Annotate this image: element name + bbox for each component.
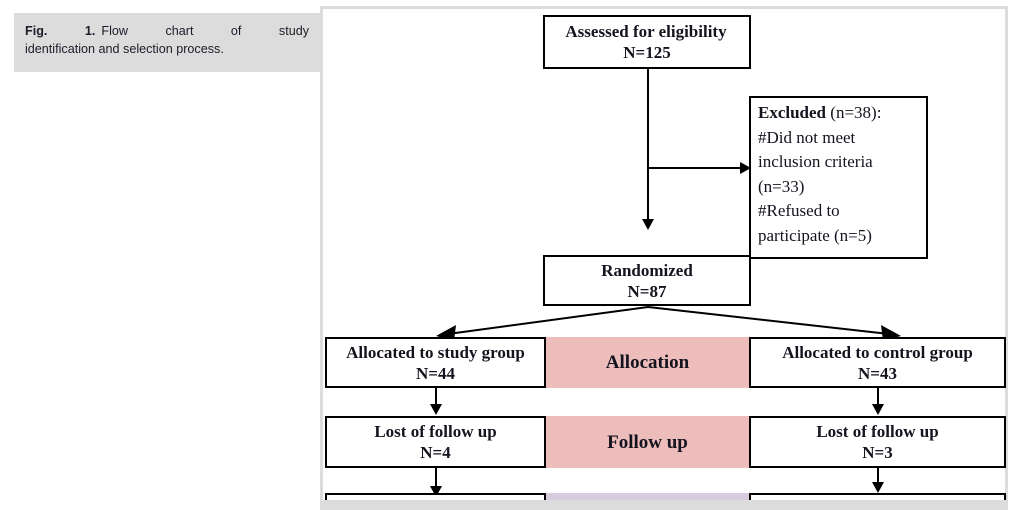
node-lost-followup-control: Lost of follow up N=3 bbox=[749, 416, 1006, 468]
node-allocated-study-line-1: Allocated to study group bbox=[346, 342, 525, 362]
edge-control-followup-to-analysis-line bbox=[877, 468, 879, 490]
edge-control-alloc-to-followup-line bbox=[877, 388, 879, 406]
stage-label-follow-up: Follow up bbox=[546, 416, 749, 468]
node-excluded-line-2: #Did not meet bbox=[758, 127, 856, 147]
node-lost-followup-study: Lost of follow up N=4 bbox=[325, 416, 546, 468]
node-lost-followup-control-line-1: Lost of follow up bbox=[816, 422, 939, 441]
node-allocated-study-group: Allocated to study group N=44 bbox=[325, 337, 546, 388]
figure-caption-prefix: Fig. 1. bbox=[25, 24, 96, 38]
node-allocated-control-line-1: Allocated to control group bbox=[782, 342, 973, 362]
node-allocated-study-line-2: N=44 bbox=[416, 363, 455, 383]
edge-control-alloc-to-followup-arrowhead bbox=[872, 404, 884, 415]
node-excluded: Excluded (n=38): #Did not meet inclusion… bbox=[749, 96, 928, 259]
flowchart-panel: Assessed for eligibility N=125 Excluded … bbox=[320, 6, 1008, 510]
edge-study-followup-to-analysis-line bbox=[435, 468, 437, 492]
edge-study-alloc-to-followup-arrowhead bbox=[430, 404, 442, 415]
stage-label-allocation-text: Allocation bbox=[605, 352, 690, 373]
node-assessed-line-2: N=125 bbox=[623, 43, 671, 62]
node-excluded-line-4: (n=33) bbox=[758, 176, 805, 196]
node-excluded-line-5: #Refused to bbox=[758, 201, 840, 220]
node-assessed-for-eligibility: Assessed for eligibility N=125 bbox=[543, 15, 751, 69]
figure-caption: Fig. 1. Flow chart of study identificatio… bbox=[14, 13, 320, 72]
node-allocated-control-line-2: N=43 bbox=[858, 363, 897, 383]
edge-randomized-to-control-line bbox=[647, 306, 890, 335]
edge-assessed-to-randomized-arrowhead bbox=[642, 219, 654, 230]
node-randomized-line-2: N=87 bbox=[627, 281, 667, 301]
stage-label-follow-up-text: Follow up bbox=[607, 431, 688, 453]
stage-label-allocation: Allocation bbox=[546, 337, 749, 388]
edge-control-followup-to-analysis-arrowhead bbox=[872, 482, 884, 493]
node-lost-followup-study-line-1: Lost of follow up bbox=[374, 422, 497, 441]
figure-caption-line-1: Fig. 1. Flow chart of study bbox=[25, 22, 309, 40]
edge-study-followup-to-analysis-arrowhead bbox=[430, 486, 442, 497]
figure-caption-line-2: identification and selection process. bbox=[25, 42, 224, 56]
node-randomized: Randomized N=87 bbox=[543, 255, 751, 306]
node-lost-followup-study-line-2: N=4 bbox=[420, 443, 451, 462]
edge-study-alloc-to-followup-line bbox=[435, 388, 437, 406]
edge-assessed-to-randomized-line bbox=[647, 69, 649, 221]
edge-randomized-to-study-line bbox=[447, 306, 649, 335]
edge-assessed-to-excluded-line bbox=[648, 167, 742, 169]
node-lost-followup-control-line-2: N=3 bbox=[862, 443, 893, 462]
node-excluded-line-6: participate (n=5) bbox=[758, 225, 872, 245]
node-randomized-line-1: Randomized bbox=[601, 260, 693, 280]
node-allocated-control-group: Allocated to control group N=43 bbox=[749, 337, 1006, 388]
node-excluded-count: (n=38): bbox=[830, 103, 882, 122]
figure-caption-line-1-rest: Flow chart of study bbox=[101, 24, 309, 38]
node-excluded-label: Excluded bbox=[758, 103, 827, 122]
panel-bottom-edge bbox=[320, 500, 1008, 510]
node-assessed-line-1: Assessed for eligibility bbox=[565, 22, 727, 41]
edge-assessed-to-excluded-arrowhead bbox=[740, 162, 751, 174]
node-excluded-line-3: inclusion criteria bbox=[758, 152, 873, 171]
node-excluded-line-1: Excluded (n=38): bbox=[758, 101, 881, 126]
